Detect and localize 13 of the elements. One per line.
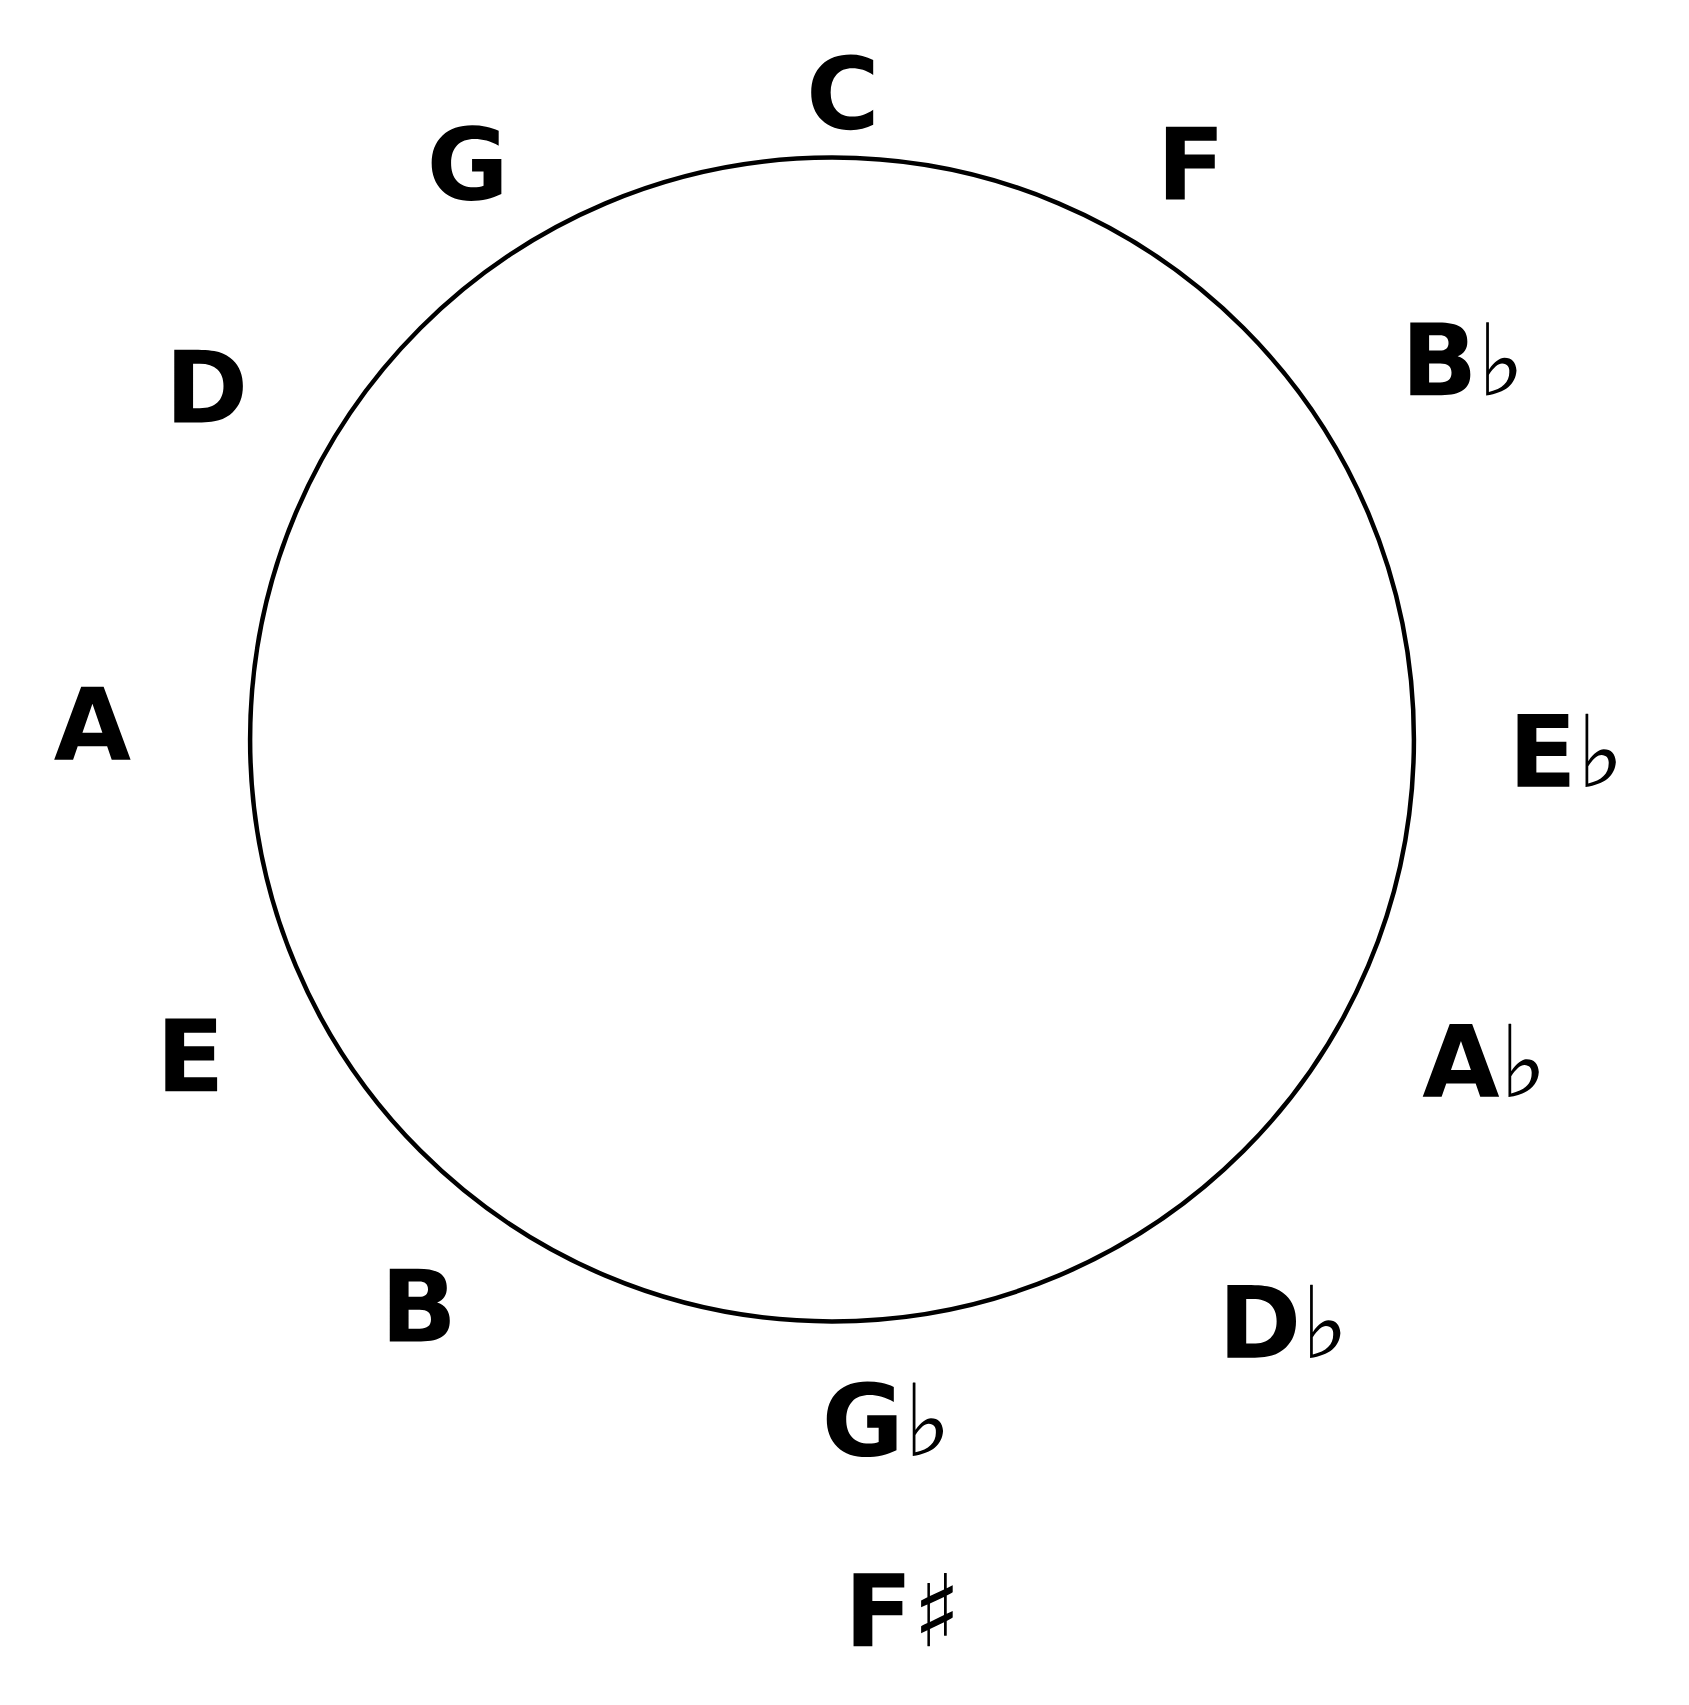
note-name: D♭ — [1227, 1284, 1341, 1359]
note-name: G — [431, 125, 502, 201]
note-name: A♭ — [1422, 1023, 1539, 1098]
note-name: B♭ — [1410, 322, 1517, 396]
note-name: E — [165, 1018, 218, 1092]
note-name: G♭ — [826, 1381, 944, 1458]
note-name: B — [389, 1268, 450, 1342]
note-name: F — [1165, 126, 1217, 200]
note-name: C — [811, 54, 874, 131]
note-name: E♭ — [1517, 713, 1616, 788]
note-name: A — [54, 686, 131, 760]
note-name: D — [174, 349, 243, 423]
note-name: F♯ — [853, 1573, 953, 1647]
